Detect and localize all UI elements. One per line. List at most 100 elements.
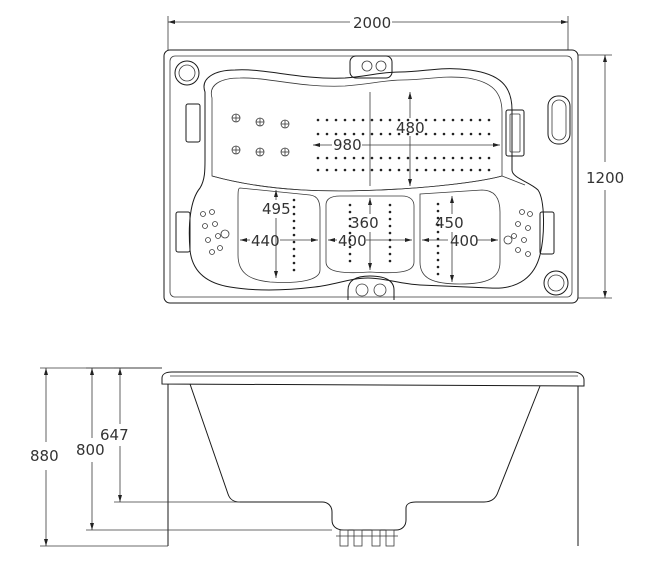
air-jet-dot <box>348 231 352 235</box>
air-jet-dot <box>397 132 401 136</box>
middle-seat-width-label: 400 <box>338 232 367 250</box>
air-jet-dot <box>370 168 374 172</box>
side-jets-right <box>503 209 533 257</box>
air-jet-dot <box>487 156 491 160</box>
air-jet-dot <box>460 156 464 160</box>
air-jet-dot <box>478 118 482 122</box>
air-jet-dot <box>388 231 392 235</box>
air-jet-dot <box>352 132 356 136</box>
air-jet-dot <box>316 132 320 136</box>
air-jet-dot <box>388 156 392 160</box>
air-jet-dot <box>424 168 428 172</box>
air-jet-dot <box>388 259 392 263</box>
air-jet-dot <box>334 132 338 136</box>
air-jet-dot <box>292 268 296 272</box>
pillow-left-upper <box>185 103 201 143</box>
air-jet-dot <box>361 132 365 136</box>
left-lower-seat <box>237 187 321 283</box>
air-jet-dot <box>348 224 352 228</box>
air-jet-dot <box>436 244 440 248</box>
air-jet-dot <box>292 226 296 230</box>
air-jet-dot <box>478 168 482 172</box>
right-seat-width-label: 400 <box>450 232 479 250</box>
corner-drain-bottom-right <box>543 270 569 296</box>
air-jet-dot <box>388 118 392 122</box>
middle-seat-dimensions: 360 400 <box>328 198 412 270</box>
air-jet-dot <box>442 132 446 136</box>
air-jet-dot <box>487 118 491 122</box>
air-jet-dot <box>436 251 440 255</box>
air-jet-dot <box>406 156 410 160</box>
depth-dimension: 1200 <box>578 54 624 299</box>
air-jet-dot <box>397 118 401 122</box>
air-jet-dot <box>442 168 446 172</box>
air-jet-dot <box>436 202 440 206</box>
air-jet-dot <box>388 238 392 242</box>
air-jet-dot <box>348 238 352 242</box>
air-jet-dot <box>436 258 440 262</box>
right-seat-length-label: 450 <box>435 214 464 232</box>
air-jet-dot <box>348 217 352 221</box>
air-jet-dot <box>352 168 356 172</box>
corner-drain-top-left <box>174 60 200 86</box>
air-jet-dot <box>343 118 347 122</box>
air-jet-dot <box>451 118 455 122</box>
air-jet-dot <box>334 118 338 122</box>
air-jet-dot <box>433 168 437 172</box>
air-jet-dot <box>469 156 473 160</box>
right-lower-seat <box>419 189 501 285</box>
air-jet-dot <box>379 118 383 122</box>
air-jet-dot <box>397 168 401 172</box>
air-jet-dot <box>415 132 419 136</box>
outer-rim <box>163 49 579 304</box>
air-jet-dot <box>379 156 383 160</box>
air-jet-dot <box>388 252 392 256</box>
air-jet-dot <box>292 219 296 223</box>
air-jet-dot <box>397 156 401 160</box>
air-jet-dot <box>370 132 374 136</box>
left-seat-width-label: 440 <box>251 232 280 250</box>
air-jet-dot <box>292 212 296 216</box>
air-jet-dot <box>460 118 464 122</box>
air-jet-dot <box>436 209 440 213</box>
back-jets-upper <box>231 113 290 157</box>
seat-air-jets <box>292 198 440 276</box>
air-jet-dot <box>334 168 338 172</box>
tub-height-dimension: 800 <box>76 367 162 530</box>
air-jet-dot <box>433 156 437 160</box>
air-jet-dot <box>436 237 440 241</box>
air-jet-dot <box>433 118 437 122</box>
air-jet-dot <box>361 156 365 160</box>
air-jet-dot <box>388 132 392 136</box>
air-jet-dot <box>451 168 455 172</box>
air-jets-center <box>316 118 491 172</box>
air-jet-dot <box>388 217 392 221</box>
air-jet-dot <box>352 118 356 122</box>
air-jet-dot <box>379 132 383 136</box>
air-jet-dot <box>406 168 410 172</box>
air-jet-dot <box>361 168 365 172</box>
air-jet-dot <box>348 203 352 207</box>
overall-height-label: 880 <box>30 447 59 465</box>
upper-seat-contour <box>210 76 503 192</box>
air-jet-dot <box>388 168 392 172</box>
seat-height-dimension: 647 <box>100 367 162 502</box>
air-jet-dot <box>442 156 446 160</box>
air-jet-dot <box>379 168 383 172</box>
left-seat-length-label: 495 <box>262 200 291 218</box>
air-jet-dot <box>388 203 392 207</box>
air-jet-dot <box>436 265 440 269</box>
center-length-dimension: 980 <box>313 136 500 154</box>
air-jet-dot <box>370 118 374 122</box>
air-jet-dot <box>478 132 482 136</box>
pillow-right-upper <box>505 109 525 157</box>
air-jet-dot <box>478 156 482 160</box>
air-jet-dot <box>451 156 455 160</box>
air-jet-dot <box>451 132 455 136</box>
air-jet-dot <box>388 224 392 228</box>
air-jet-dot <box>316 156 320 160</box>
air-jet-dot <box>316 118 320 122</box>
drain-fittings <box>336 529 398 547</box>
inner-rim <box>169 55 573 298</box>
air-jet-dot <box>469 168 473 172</box>
